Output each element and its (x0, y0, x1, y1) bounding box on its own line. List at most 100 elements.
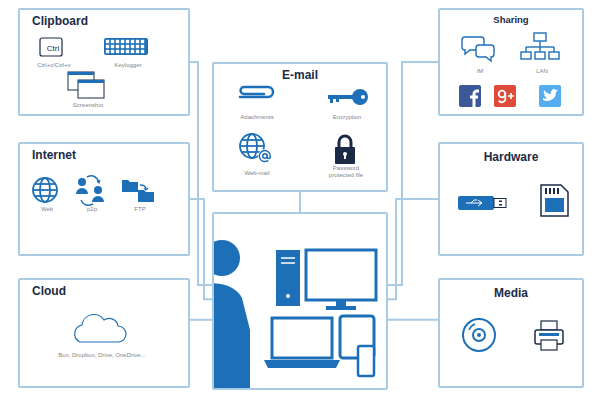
ctrl-key-icon (40, 38, 62, 56)
paperclip-icon-part (240, 87, 273, 97)
sd-card-icon-part (545, 198, 564, 212)
phone-icon (358, 346, 374, 376)
lan-icon-part (526, 46, 554, 47)
lan-icon-part (539, 47, 540, 52)
box-title: Sharing (440, 14, 582, 26)
lan-icon-part (539, 41, 540, 47)
connector-line (190, 62, 212, 285)
tablet-icon-part (340, 316, 374, 358)
web-globe-icon-part (33, 178, 57, 202)
screenshot-icon-part (78, 80, 104, 98)
web-globe-icon-part (33, 189, 57, 191)
printer-icon-part (541, 340, 557, 350)
item-label: p2p (77, 206, 107, 213)
cd-icon-part (477, 333, 481, 337)
sd-card-icon-part (545, 188, 547, 194)
channel-box: InternetWeb p2p FTP (18, 142, 190, 256)
facebook-logo-part (470, 91, 479, 107)
web-globe-icon-part (35, 183, 55, 185)
ftp-folders-icon-part (138, 190, 154, 202)
cd-icon-part (469, 324, 475, 330)
p2p-icon-part (87, 176, 99, 182)
screenshot-icon-part (68, 72, 94, 75)
channel-box: Media (438, 278, 584, 388)
tower-pc-icon (276, 250, 300, 306)
ctrl-key-icon-part (40, 38, 62, 56)
twitter-logo (539, 85, 561, 107)
item-label: Ctrl+c/Ctrl+v (24, 62, 84, 69)
box-title: Clipboard (32, 14, 182, 28)
webmail-icon-part-part (242, 151, 262, 153)
sd-card-icon-part (557, 188, 559, 194)
p2p-icon-part (78, 178, 86, 186)
tower-pc-icon-part (281, 258, 295, 263)
webmail-icon (240, 134, 272, 163)
usb-stick-icon-part (499, 201, 502, 203)
printer-icon-part (541, 321, 557, 330)
lan-icon-part (534, 33, 546, 41)
keyboard-icon (104, 38, 148, 55)
box-title: Hardware (440, 150, 582, 164)
channel-box: CloudBox, Dropbox, Drive, OneDrive... (18, 278, 190, 388)
cd-icon-part (463, 319, 495, 351)
lock-icon-part (343, 152, 347, 156)
key-icon-part (361, 95, 365, 99)
item-label: Web (32, 206, 62, 213)
lan-icon-part (553, 47, 554, 52)
lock-icon-part (339, 136, 351, 148)
printer-icon-part (539, 333, 559, 336)
user-silhouette (214, 240, 250, 388)
box-title: E-mail (214, 68, 386, 82)
lan-icon-part (549, 52, 559, 59)
paperclip-icon (240, 87, 273, 97)
webmail-icon-part (263, 154, 268, 159)
usb-stick-icon (458, 196, 506, 210)
webmail-icon-part-part (240, 134, 264, 158)
key-icon (328, 89, 368, 105)
googleplus-logo-part (499, 93, 506, 102)
ftp-folders-icon-part (122, 180, 138, 192)
p2p-icon (76, 176, 104, 206)
webmail-icon-part-part (242, 139, 262, 141)
item-label: Keylogger (103, 62, 153, 69)
webmail-icon-part (259, 151, 270, 162)
web-globe-icon-part (35, 195, 55, 197)
lan-icon-part (525, 47, 526, 52)
tower-pc-icon-part (286, 294, 290, 298)
lock-icon-part (335, 147, 355, 164)
channel-box: SharingIMLAN (438, 8, 584, 116)
cd-icon-part (473, 329, 485, 341)
user-silhouette-part (214, 283, 250, 388)
screenshot-icon-part (78, 80, 104, 83)
cd-icon (463, 319, 495, 351)
web-globe-icon (33, 178, 57, 202)
box-title: Internet (32, 148, 182, 162)
key-icon-part (336, 99, 339, 102)
p2p-icon-part (97, 180, 100, 183)
channel-box: Hardware (438, 142, 584, 256)
key-label: Ctrl (42, 40, 64, 58)
p2p-icon-part (94, 186, 102, 194)
monitor-icon-part (326, 306, 356, 310)
im-bubbles-icon-part (476, 45, 494, 61)
sd-card-icon-part (553, 188, 555, 194)
user-silhouette-part (214, 240, 240, 276)
item-label: LAN (527, 68, 557, 75)
webmail-icon-part (240, 134, 264, 158)
ftp-folders-icon-part (140, 185, 146, 189)
phone-icon-part (358, 346, 374, 376)
p2p-icon-part (76, 188, 88, 194)
connector-line (190, 319, 212, 321)
item-label: FTP (125, 206, 155, 213)
item-label: Web-mail (227, 170, 287, 177)
screenshot-icon-part (68, 72, 94, 90)
im-bubbles-icon (462, 37, 494, 61)
sd-card-icon (541, 185, 568, 216)
key-icon-part (352, 89, 368, 105)
item-label: Password protected file (321, 165, 371, 179)
webmail-icon-part-part (247, 134, 257, 158)
laptop-icon-part (264, 360, 340, 368)
web-globe-icon-part (40, 178, 50, 202)
ftp-folders-icon (122, 180, 154, 202)
